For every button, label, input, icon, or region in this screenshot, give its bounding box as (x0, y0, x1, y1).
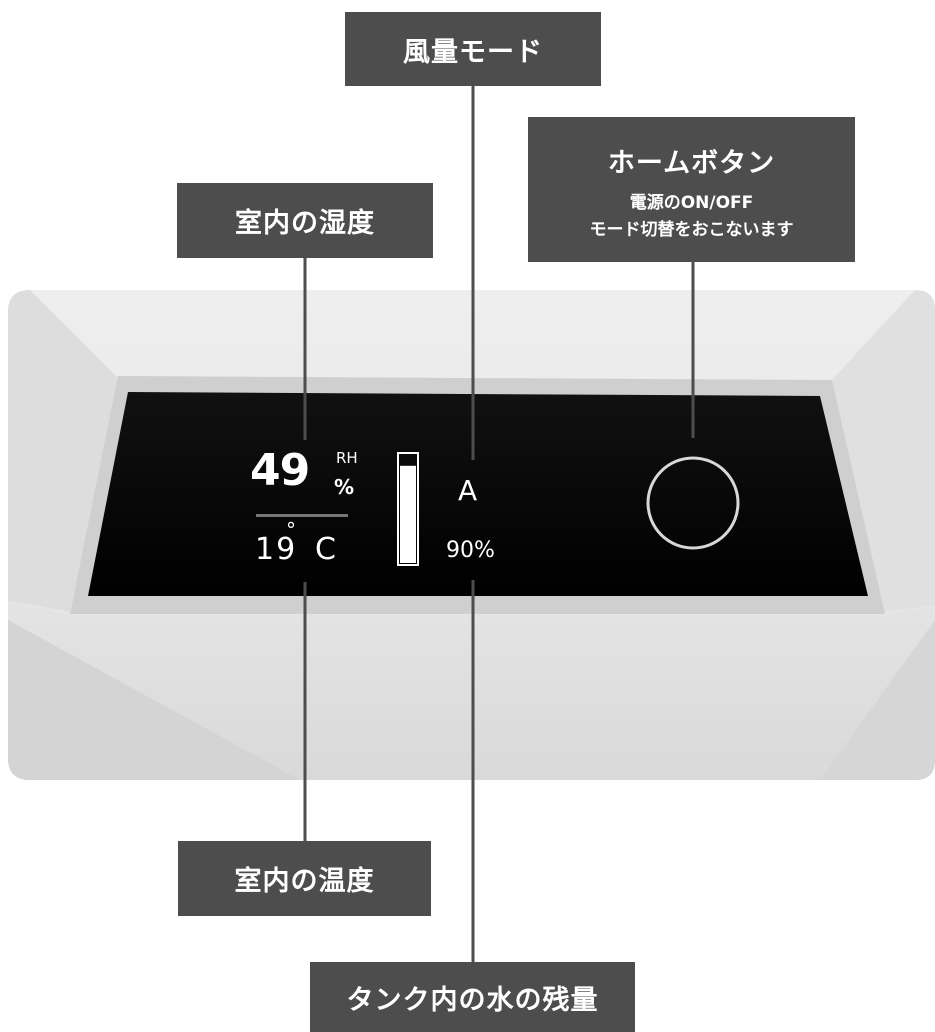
callout-tank-water-level: タンク内の水の残量 (310, 962, 635, 1032)
humidity-unit: % (334, 475, 355, 499)
temperature-degree-symbol: ° (286, 518, 296, 542)
callout-tank-water-level-label: タンク内の水の残量 (346, 984, 599, 1016)
device-lower-shadow-right (820, 620, 935, 780)
tank-gauge-fill (400, 465, 416, 563)
tank-level-gauge (397, 452, 419, 566)
humidity-divider (256, 514, 348, 517)
tank-gauge-outline (397, 452, 419, 566)
callout-home-button-title: ホームボタン (607, 148, 776, 179)
display-screen (88, 392, 868, 596)
airflow-mode-value: A (458, 474, 478, 507)
callout-airflow-mode-label: 風量モード (403, 36, 543, 68)
callout-home-button-desc-1: 電源のON/OFF (629, 193, 754, 213)
callout-room-humidity: 室内の湿度 (177, 183, 433, 258)
callout-home-button-desc-2: モード切替をおこないます (589, 220, 794, 240)
device-left-bevel (8, 290, 120, 612)
device-right-bevel (830, 290, 935, 612)
humidity-rh-label: RH (336, 449, 358, 467)
callout-room-humidity-label: 室内の湿度 (235, 208, 375, 239)
callout-room-temperature: 室内の温度 (178, 841, 431, 916)
temperature-value: 19 (255, 532, 298, 567)
tank-level-value: 90% (446, 538, 495, 563)
home-button-ring (646, 456, 740, 550)
callout-home-button: ホームボタン 電源のON/OFF モード切替をおこないます (528, 117, 855, 262)
temperature-unit: C (315, 532, 336, 567)
device-lower-shadow (8, 620, 300, 780)
humidity-value: 49 (250, 445, 310, 496)
callout-airflow-mode: 風量モード (345, 12, 601, 86)
callout-room-temperature-label: 室内の温度 (234, 866, 375, 897)
